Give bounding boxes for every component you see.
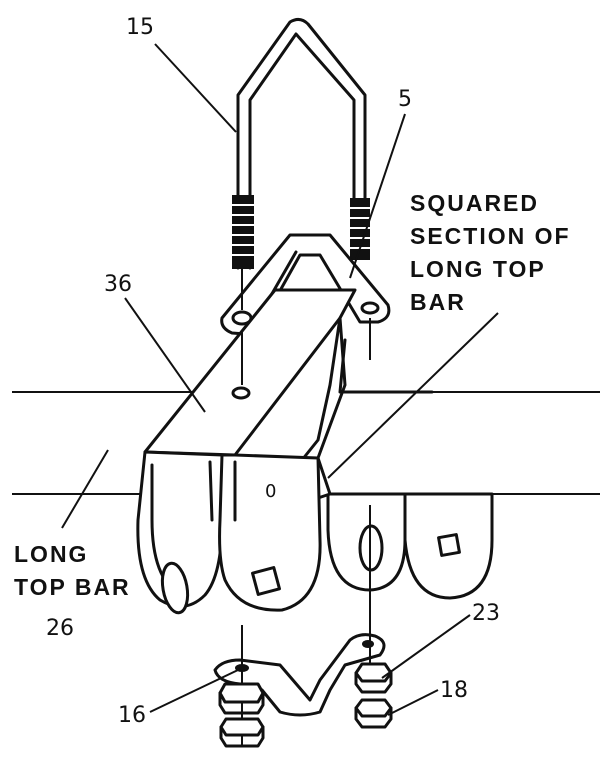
label-part-18: 18	[440, 678, 468, 703]
label-squared-section-line4: BAR	[410, 289, 466, 315]
label-squared-section-line3: LONG TOP	[410, 256, 546, 282]
main-bracket	[136, 288, 434, 615]
u-bolt-threads-left	[232, 195, 254, 269]
rear-clamp-ears	[326, 492, 494, 600]
u-bolt	[232, 17, 370, 270]
nut-left-upper	[218, 682, 265, 715]
nut-23	[354, 662, 393, 694]
leader-lines	[61, 43, 499, 716]
hole-mark: 0	[265, 481, 276, 502]
nuts	[218, 662, 393, 748]
label-part-15: 15	[126, 15, 154, 40]
label-part-36: 36	[104, 272, 132, 297]
label-part-5: 5	[398, 87, 412, 112]
label-long-top-bar-line1: LONG	[14, 541, 88, 567]
nut-18	[354, 698, 393, 729]
nut-left-lower	[219, 717, 265, 748]
label-part-16: 16	[118, 703, 146, 728]
label-long-top-bar-line2: TOP BAR	[14, 574, 131, 600]
label-part-23: 23	[472, 601, 500, 626]
label-squared-section-line1: SQUARED	[410, 190, 539, 216]
label-part-26: 26	[46, 616, 74, 641]
label-squared-section-line2: SECTION OF	[410, 223, 571, 249]
